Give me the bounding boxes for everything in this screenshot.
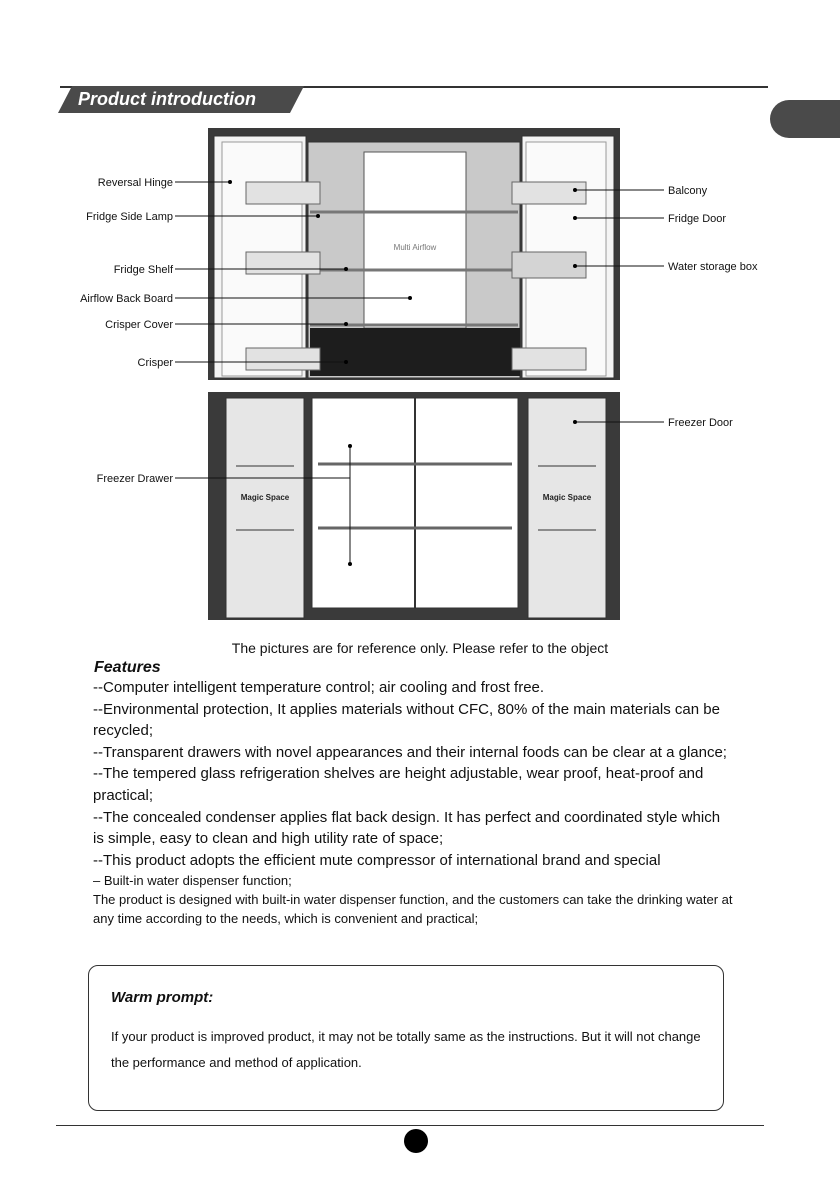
left-freezer-door bbox=[225, 397, 305, 619]
label-freezer-door: Freezer Door bbox=[668, 417, 733, 429]
page-title: Product introduction bbox=[78, 89, 256, 109]
refrigerator-diagram: Multi Airflow Magic Space Magic Space Re… bbox=[80, 128, 758, 620]
feature-item: The product is designed with built-in wa… bbox=[93, 892, 733, 927]
label-fridge-side-lamp: Fridge Side Lamp bbox=[86, 211, 173, 223]
feature-item: --The concealed condenser applies flat b… bbox=[93, 808, 721, 848]
feature-item: --Environmental protection, It applies m… bbox=[93, 700, 720, 740]
chapter-tab bbox=[770, 100, 840, 138]
label-crisper-cover: Crisper Cover bbox=[105, 319, 173, 331]
crisper bbox=[310, 328, 520, 376]
label-freezer-drawer: Freezer Drawer bbox=[97, 473, 174, 485]
warm-prompt-title: Warm prompt: bbox=[111, 989, 214, 1006]
features-title: Features bbox=[94, 659, 161, 676]
magic-space-right-text: Magic Space bbox=[543, 493, 592, 502]
callouts-right: Balcony Fridge Door Water storage box Fr… bbox=[573, 185, 758, 429]
label-balcony: Balcony bbox=[668, 185, 708, 197]
label-water-storage-box: Water storage box bbox=[668, 261, 758, 273]
page-number-badge bbox=[404, 1129, 428, 1153]
label-fridge-door: Fridge Door bbox=[668, 213, 726, 225]
label-airflow-back-board: Airflow Back Board bbox=[80, 293, 173, 305]
magic-space-left-text: Magic Space bbox=[241, 493, 290, 502]
label-reversal-hinge: Reversal Hinge bbox=[98, 177, 173, 189]
footer-rule bbox=[56, 1125, 764, 1126]
label-fridge-shelf: Fridge Shelf bbox=[114, 264, 174, 276]
header-banner bbox=[58, 86, 304, 113]
callouts-left: Reversal Hinge Fridge Side Lamp Fridge S… bbox=[80, 177, 412, 566]
right-freezer-door bbox=[527, 397, 607, 619]
feature-item: --Transparent drawers with novel appeara… bbox=[93, 743, 727, 761]
feature-item: --The tempered glass refrigeration shelv… bbox=[93, 765, 704, 804]
balcony bbox=[511, 181, 587, 205]
feature-item: --This product adopts the efficient mute… bbox=[93, 851, 661, 869]
airflow-back-board bbox=[363, 151, 467, 329]
label-crisper: Crisper bbox=[138, 357, 174, 369]
multi-airflow-text: Multi Airflow bbox=[394, 243, 437, 252]
warm-prompt-text: If your product is improved product, it … bbox=[111, 1029, 701, 1070]
features-list: --Computer intelligent temperature contr… bbox=[93, 677, 733, 928]
feature-item: – Built-in water dispenser function; bbox=[93, 873, 292, 889]
feature-item: --Computer intelligent temperature contr… bbox=[93, 679, 545, 696]
warm-prompt-box bbox=[88, 965, 724, 1111]
image-caption: The pictures are for reference only. Ple… bbox=[231, 640, 609, 656]
header-rule bbox=[60, 86, 768, 88]
